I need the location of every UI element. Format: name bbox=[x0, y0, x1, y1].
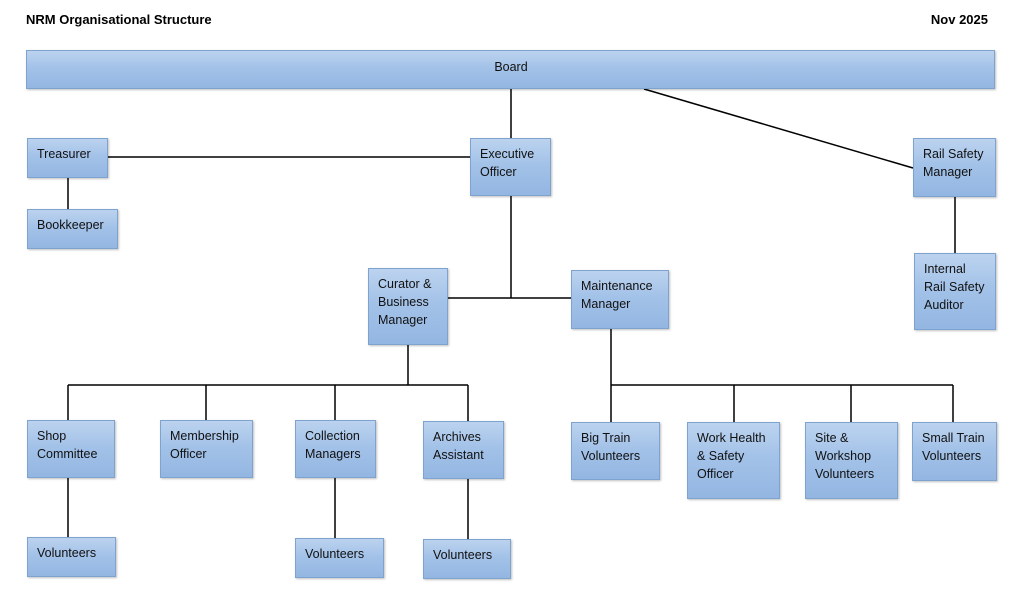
node-small-train-volunteers: Small Train Volunteers bbox=[912, 422, 997, 481]
node-shop-committee: Shop Committee bbox=[27, 420, 115, 478]
node-archives-volunteers: Volunteers bbox=[423, 539, 511, 579]
node-collection-volunteers: Volunteers bbox=[295, 538, 384, 578]
node-big-train-volunteers: Big Train Volunteers bbox=[571, 422, 660, 480]
chart-date: Nov 2025 bbox=[930, 12, 988, 27]
node-archives-assistant: Archives Assistant bbox=[423, 421, 504, 479]
node-work-health-safety-officer: Work Health & Safety Officer bbox=[687, 422, 780, 499]
node-board: Board bbox=[26, 50, 995, 89]
node-treasurer: Treasurer bbox=[27, 138, 108, 178]
node-site-workshop-volunteers: Site & Workshop Volunteers bbox=[805, 422, 898, 499]
node-maintenance-manager: Maintenance Manager bbox=[571, 270, 669, 329]
node-executive-officer: Executive Officer bbox=[470, 138, 551, 196]
line-board-rail-safety bbox=[643, 88, 914, 169]
node-internal-rail-safety-auditor: Internal Rail Safety Auditor bbox=[914, 253, 996, 330]
node-membership-officer: Membership Officer bbox=[160, 420, 253, 478]
chart-title: NRM Organisational Structure bbox=[26, 12, 212, 27]
node-collection-managers: Collection Managers bbox=[295, 420, 376, 478]
node-bookkeeper: Bookkeeper bbox=[27, 209, 118, 249]
node-curator-business-manager: Curator & Business Manager bbox=[368, 268, 448, 345]
node-rail-safety-manager: Rail Safety Manager bbox=[913, 138, 996, 197]
node-shop-volunteers: Volunteers bbox=[27, 537, 116, 577]
